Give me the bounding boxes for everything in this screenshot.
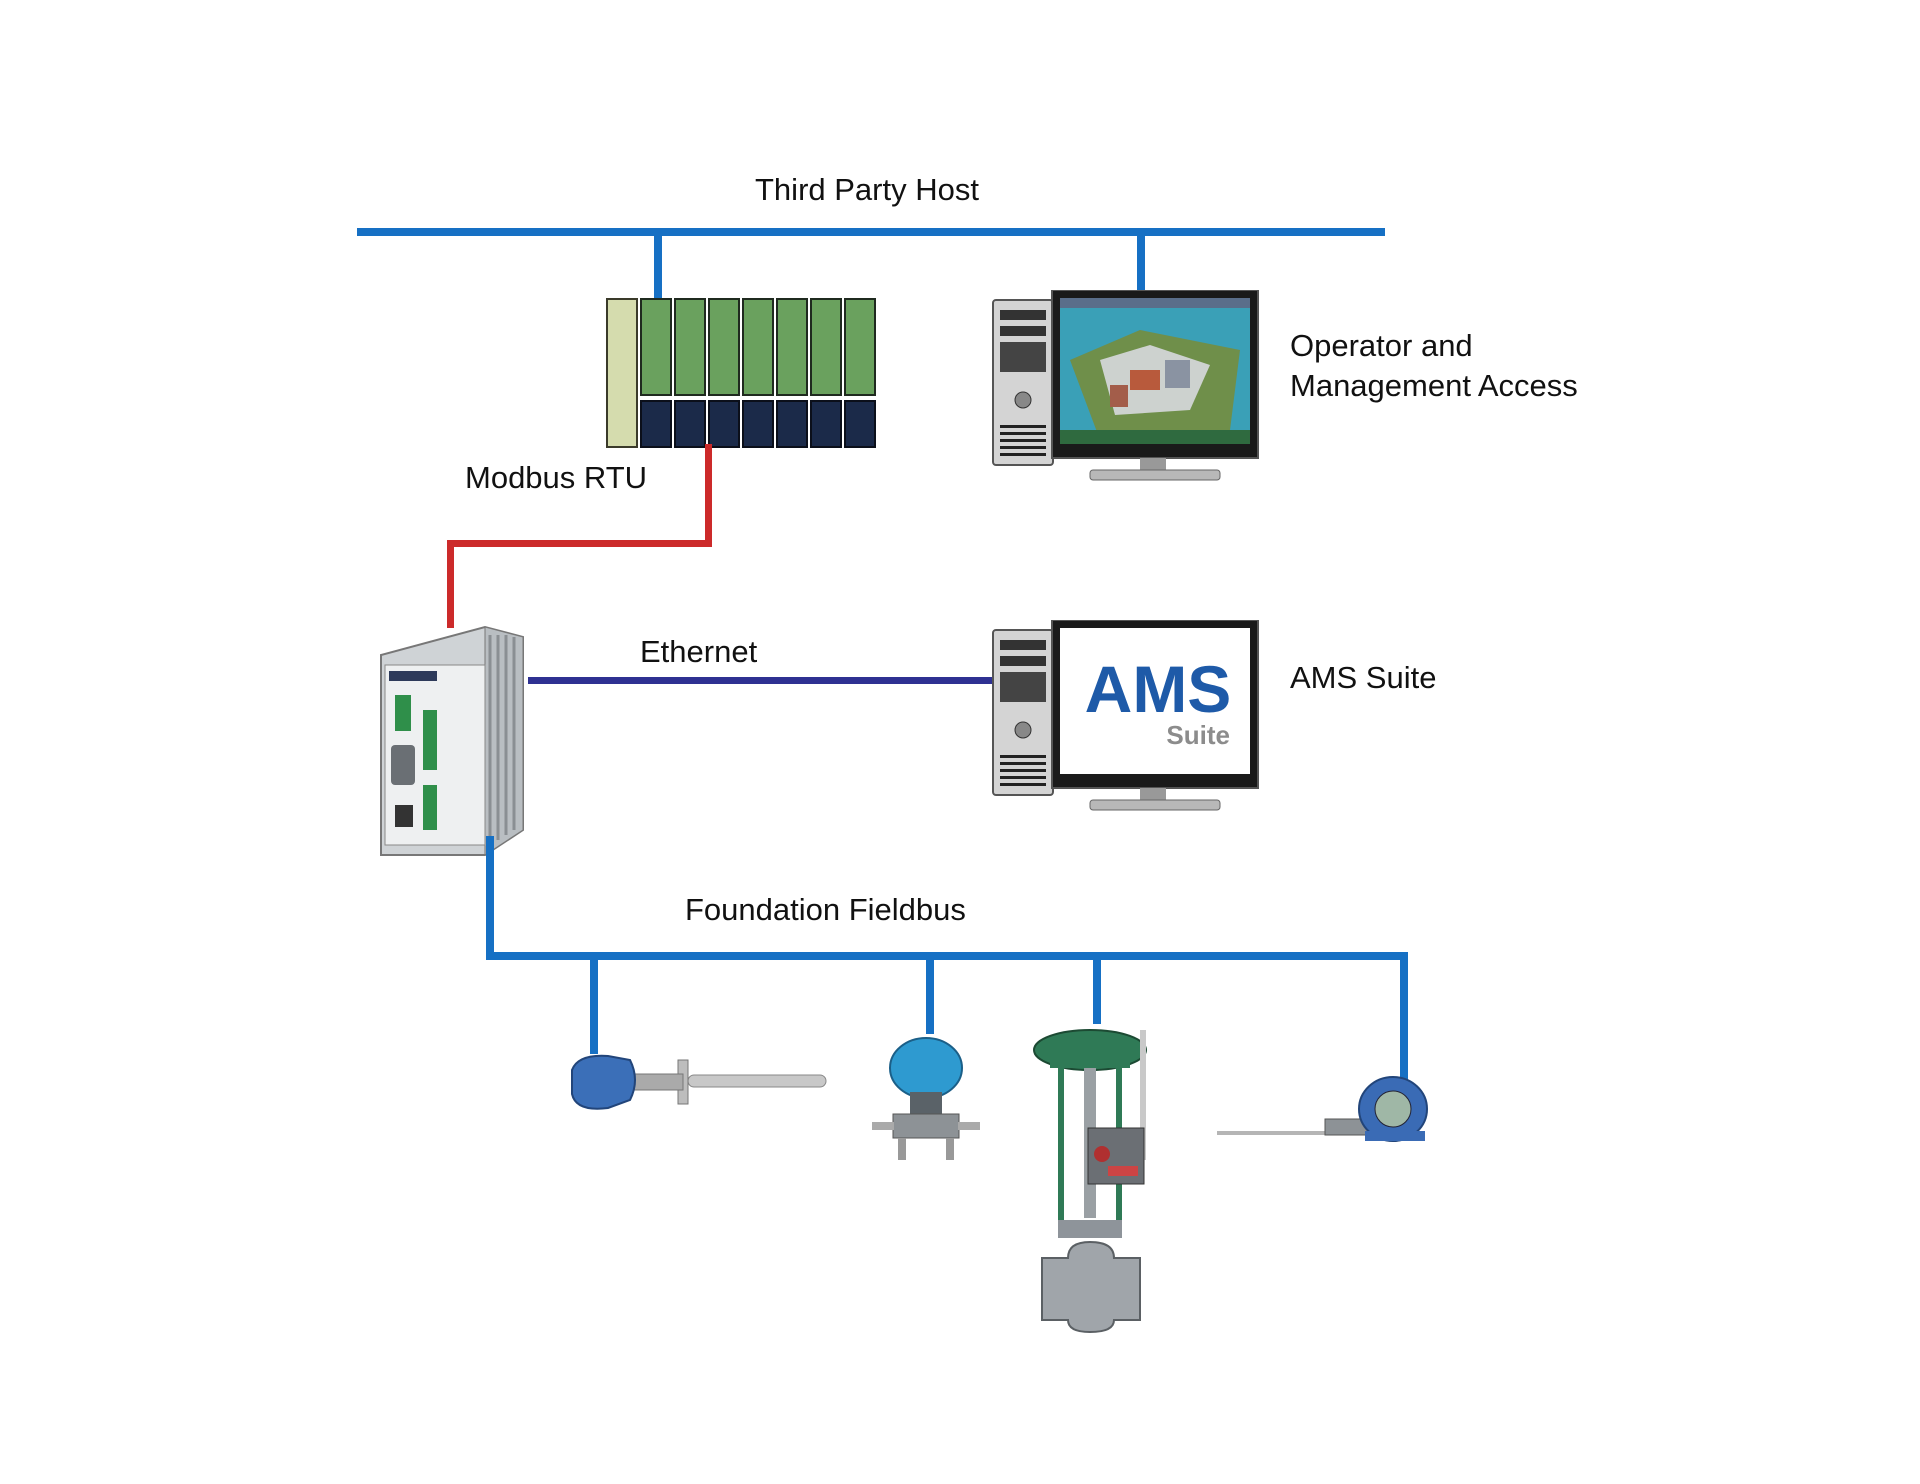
fieldbus-drop-gateway (486, 836, 494, 960)
temperature-transmitter-icon (1217, 1076, 1428, 1142)
ethernet-label: Ethernet (640, 634, 758, 669)
fieldbus-gateway-icon (380, 625, 524, 856)
fieldbus-drop-valve (1093, 956, 1101, 1024)
third-party-host-label: Third Party Host (755, 172, 979, 207)
ams-logo-text: AMS (1085, 652, 1232, 726)
io-module-upper (708, 298, 740, 396)
host-bus-line (357, 228, 1385, 236)
fieldbus-drop-probe (590, 956, 598, 1054)
host-bus-drop-rack (654, 232, 662, 304)
modbus-link-vertical-upper (705, 444, 712, 547)
ethernet-link (528, 677, 1000, 684)
io-module-upper (776, 298, 808, 396)
modbus-link-horizontal (447, 540, 712, 547)
host-bus-drop-workstation (1137, 232, 1145, 302)
io-module-upper (844, 298, 876, 396)
modbus-rtu-label: Modbus RTU (465, 460, 648, 495)
io-module-lower (708, 400, 740, 448)
ams-suite-label: AMS Suite (1290, 660, 1437, 695)
control-valve-icon (1033, 1029, 1147, 1334)
pressure-transmitter-icon (872, 1037, 980, 1160)
io-module-upper (640, 298, 672, 396)
io-rack-icon (606, 298, 876, 448)
foundation-fieldbus-label: Foundation Fieldbus (685, 892, 966, 927)
modbus-link-vertical-lower (447, 540, 454, 628)
io-module-lower (810, 400, 842, 448)
io-module-upper (674, 298, 706, 396)
io-module-lower (844, 400, 876, 448)
fieldbus-drop-pressure (926, 956, 934, 1034)
ams-workstation-icon: AMS Suite (992, 620, 1259, 811)
io-module-lower (674, 400, 706, 448)
operator-access-label: Operator and Management Access (1290, 328, 1578, 404)
io-module-upper (742, 298, 774, 396)
io-module-lower (742, 400, 774, 448)
fieldbus-drop-temperature (1400, 956, 1408, 1081)
ams-logo-subtext: Suite (1166, 720, 1230, 750)
insertion-probe-icon (571, 1054, 827, 1110)
io-module-upper (810, 298, 842, 396)
operator-workstation-icon (992, 290, 1259, 481)
io-module-lower (776, 400, 808, 448)
io-module-lower (640, 400, 672, 448)
fieldbus-trunk (486, 952, 1408, 960)
